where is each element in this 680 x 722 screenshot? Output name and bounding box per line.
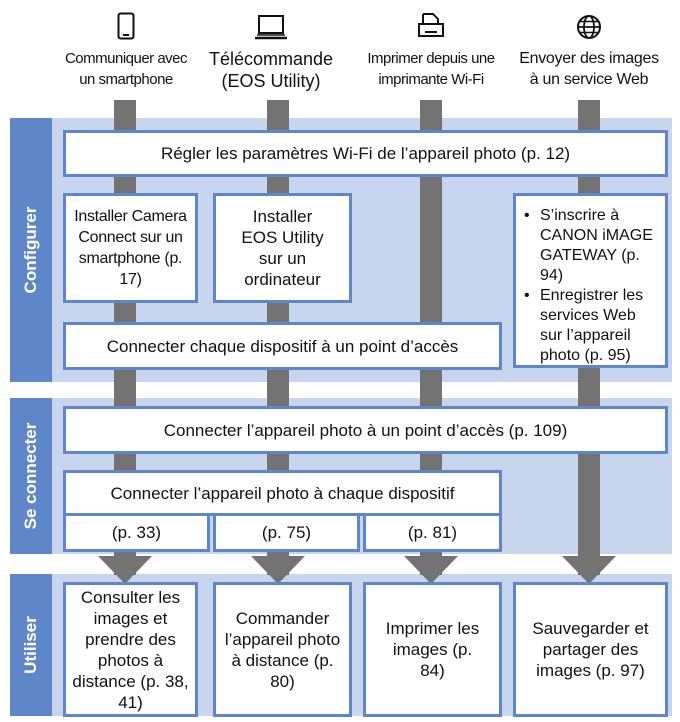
column-header-remote: Télécommande (EOS Utility): [201, 0, 341, 92]
install-eos-utility-box: Installer EOS Utility sur un ordinateur: [213, 193, 352, 303]
section-tab-configure: Configurer: [10, 118, 52, 382]
column-header-smartphone: Communiquer avec un smartphone: [56, 0, 196, 90]
web-service-setup-box: S’inscrire à CANON iMAGE GATEWAY (p. 94)…: [513, 193, 668, 368]
smartphone-icon: [56, 0, 196, 40]
flow-arrowhead: [562, 556, 616, 584]
printer-icon: [361, 0, 501, 40]
remote-control-box: Commander l’appareil photo à distance (p…: [213, 582, 352, 717]
section-label: Utiliser: [21, 616, 40, 674]
page-ref-box: (p. 33): [63, 516, 210, 552]
flow-arrowhead: [98, 556, 152, 584]
column-label: Télécommande (EOS Utility): [208, 49, 334, 91]
print-box: Imprimer les images (p. 84): [363, 582, 502, 717]
section-label: Configurer: [21, 206, 40, 294]
column-header-web: Envoyer des images à un service Web: [519, 0, 659, 90]
globe-icon: [519, 0, 659, 40]
web-step: S’inscrire à CANON iMAGE GATEWAY (p. 94): [524, 206, 659, 286]
camera-to-device-box: Connecter l’appareil photo à chaque disp…: [63, 470, 502, 516]
save-share-box: Sauvegarder et partager des images (p. 9…: [513, 582, 668, 717]
page-ref-box: (p. 81): [363, 516, 502, 552]
camera-to-ap-box: Connecter l’appareil photo à un point d’…: [63, 406, 668, 454]
flow-arrowhead: [404, 556, 458, 584]
column-header-print: Imprimer depuis une imprimante Wi-Fi: [361, 0, 501, 90]
column-label: Communiquer avec un smartphone: [64, 50, 188, 88]
view-shoot-box: Consulter les images et prendre des phot…: [63, 582, 198, 717]
laptop-icon: [201, 0, 341, 40]
connect-devices-ap-box: Connecter chaque dispositif à un point d…: [63, 322, 502, 370]
flow-arrowhead: [251, 556, 305, 584]
page-ref-box: (p. 75): [213, 516, 360, 552]
wifi-settings-box: Régler les paramètres Wi-Fi de l’apparei…: [63, 130, 668, 177]
section-label: Se connecter: [21, 422, 40, 530]
section-tab-connect: Se connecter: [10, 398, 52, 554]
column-label: Envoyer des images à un service Web: [519, 50, 659, 88]
web-step: Enregistrer les services Web sur l’appar…: [524, 286, 659, 366]
install-camera-connect-box: Installer Camera Connect sur un smartpho…: [63, 193, 198, 303]
web-service-steps: S’inscrire à CANON iMAGE GATEWAY (p. 94)…: [524, 206, 659, 366]
column-label: Imprimer depuis une imprimante Wi-Fi: [367, 50, 495, 88]
section-tab-use: Utiliser: [10, 574, 52, 716]
